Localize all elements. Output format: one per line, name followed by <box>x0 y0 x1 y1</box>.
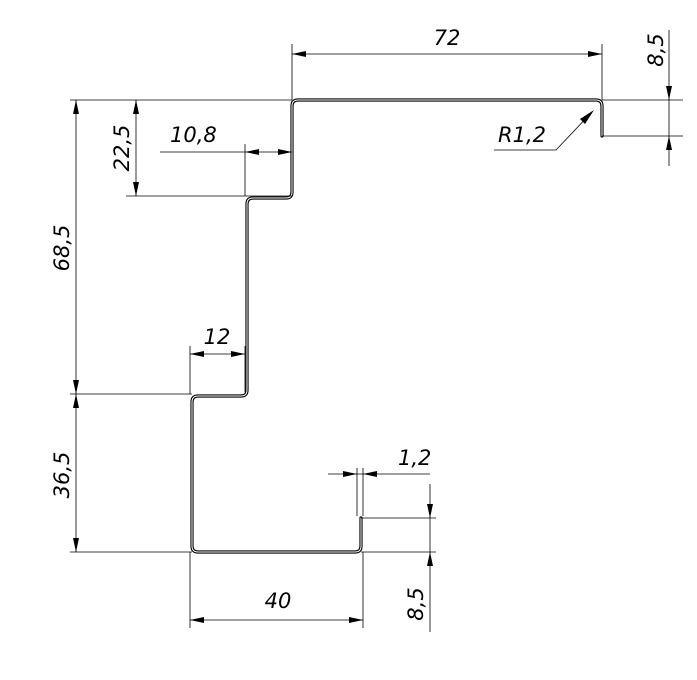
label-bend-radius: R1,2 <box>498 123 546 147</box>
label-bottom-width: 40 <box>265 589 292 613</box>
arrow-top-width-left <box>292 51 306 57</box>
arrow-upper-step-width-left <box>245 149 259 155</box>
arrow-middle-height-bottom <box>73 380 79 394</box>
label-top-width: 72 <box>434 26 461 50</box>
leader-bend-radius <box>494 111 593 151</box>
arrow-lower-step-width-right <box>231 351 245 357</box>
arrow-lower-step-width-left <box>190 351 204 357</box>
arrow-upper-step-height-top <box>133 100 139 114</box>
label-lip-thickness: 1,2 <box>398 446 431 470</box>
arrow-bottom-lip-height-bottom <box>427 552 433 566</box>
arrow-lip-thickness-left <box>343 471 357 477</box>
label-middle-height: 68,5 <box>50 225 74 272</box>
arrow-bottom-lip-height-top <box>427 504 433 518</box>
arrow-right-flange-top <box>666 86 672 100</box>
extension-lines <box>70 44 683 628</box>
dimension-labels: 72 8,5 R1,2 22,5 10,8 68,5 12 36,5 1,2 4… <box>50 26 668 621</box>
arrow-upper-step-width-right <box>278 149 292 155</box>
dimension-lines <box>73 30 672 632</box>
arrow-upper-step-height-bottom <box>133 182 139 196</box>
label-lower-step-width: 12 <box>204 325 231 349</box>
label-upper-step-height: 22,5 <box>110 125 134 172</box>
label-bottom-lip-height: 8,5 <box>404 587 428 620</box>
arrow-lip-thickness-right <box>363 471 377 477</box>
label-right-flange: 8,5 <box>644 33 668 66</box>
label-lower-height: 36,5 <box>50 452 74 499</box>
arrow-top-width-right <box>588 51 602 57</box>
arrow-bottom-width-left <box>190 617 204 623</box>
arrow-middle-height-top <box>73 100 79 114</box>
arrow-bottom-width-right <box>349 617 363 623</box>
profile-inner-path <box>191 99 603 553</box>
arrow-bend-radius <box>580 110 594 124</box>
arrow-right-flange-bottom <box>666 136 672 150</box>
profile-path <box>190 98 604 554</box>
profile-outline <box>190 98 604 554</box>
label-upper-step-width: 10,8 <box>170 123 217 147</box>
arrow-lower-height-bottom <box>73 538 79 552</box>
arrow-lower-height-top <box>73 394 79 408</box>
